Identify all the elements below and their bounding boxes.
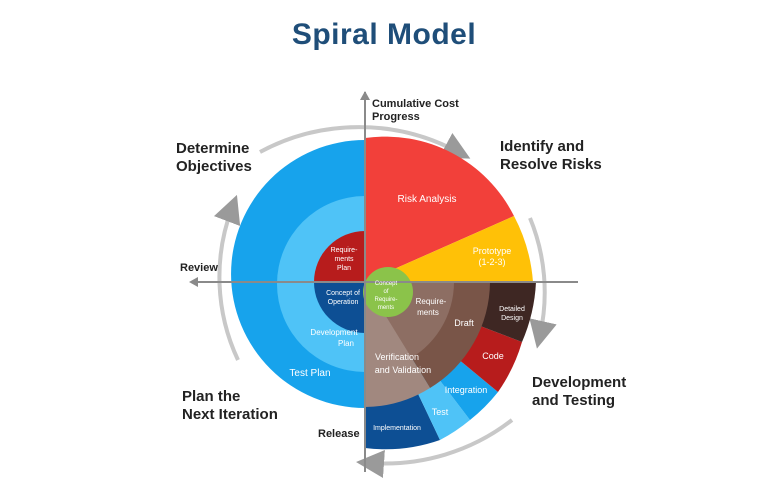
label-test-plan: Test Plan bbox=[289, 368, 330, 379]
label-detailed-design-line2: Design bbox=[501, 315, 523, 322]
label-requirements-plan-line1: Require- bbox=[331, 247, 359, 254]
quadrant-label-determine-objectives-line2: Objectives bbox=[176, 158, 252, 175]
label-implementation: Implementation bbox=[373, 425, 421, 432]
label-development-plan-line2: Plan bbox=[338, 339, 354, 348]
arc-bottom bbox=[356, 418, 514, 478]
page-title: Spiral Model bbox=[291, 18, 477, 51]
quadrant-label-plan-next-iteration-line2: Next Iteration bbox=[182, 406, 278, 423]
label-development-plan-line1: Development bbox=[310, 328, 358, 337]
arc-right bbox=[528, 217, 557, 349]
label-concept-of-operation-line2: Operation bbox=[328, 299, 359, 306]
label-code: Code bbox=[482, 351, 504, 361]
label-detailed-design-line1: Detailed bbox=[499, 306, 525, 313]
quadrant-label-development-testing-line2: and Testing bbox=[532, 392, 616, 409]
label-concept-of-requirements-line3: Require- bbox=[374, 297, 397, 303]
segment-concept-of-operation bbox=[314, 282, 365, 333]
label-requirements-line2: ments bbox=[417, 308, 439, 317]
arc-top bbox=[259, 125, 471, 159]
label-verification-line2: and Validation bbox=[375, 365, 431, 375]
segment-concept-of-requirements bbox=[363, 267, 413, 317]
quadrant-label-plan-next-iteration-line1: Plan the bbox=[182, 388, 241, 405]
label-concept-of-requirements-line1: Concept bbox=[375, 281, 398, 287]
label-verification-line1: Verification bbox=[375, 352, 419, 362]
quadrant-label-identify-risks-line1: Identify and bbox=[500, 138, 585, 155]
axis-top-arrowhead bbox=[360, 91, 370, 100]
arc-left bbox=[213, 194, 241, 361]
segment-requirements-plan bbox=[314, 231, 365, 282]
axis-left-arrowhead bbox=[189, 277, 198, 287]
segment-prototype bbox=[365, 216, 533, 282]
axis-label-cost-line2: Progress bbox=[372, 111, 420, 123]
label-concept-of-requirements-line2: of bbox=[383, 289, 388, 295]
label-test: Test bbox=[432, 407, 449, 417]
label-prototype-line2: (1-2-3) bbox=[478, 257, 505, 267]
segment-risk-analysis bbox=[365, 136, 514, 282]
label-concept-of-requirements-line4: ments bbox=[378, 305, 394, 311]
label-risk-analysis: Risk Analysis bbox=[398, 194, 457, 205]
axis-label-release: Release bbox=[318, 428, 360, 440]
label-concept-of-operation-line1: Concept of bbox=[326, 290, 360, 297]
label-requirements-plan-line2: ments bbox=[334, 256, 354, 263]
quadrant-label-identify-risks-line2: Resolve Risks bbox=[500, 156, 602, 173]
quadrant-label-determine-objectives-line1: Determine bbox=[176, 140, 250, 157]
axis-label-cost-line1: Cumulative Cost bbox=[372, 98, 459, 110]
label-integration: Integration bbox=[445, 385, 488, 395]
label-prototype-line1: Prototype bbox=[473, 246, 512, 256]
label-draft: Draft bbox=[454, 318, 474, 328]
label-requirements-plan-line3: Plan bbox=[337, 265, 351, 272]
label-requirements-line1: Require- bbox=[416, 297, 447, 306]
axis-label-review: Review bbox=[180, 262, 218, 274]
quadrant-label-development-testing-line1: Development bbox=[532, 374, 627, 391]
